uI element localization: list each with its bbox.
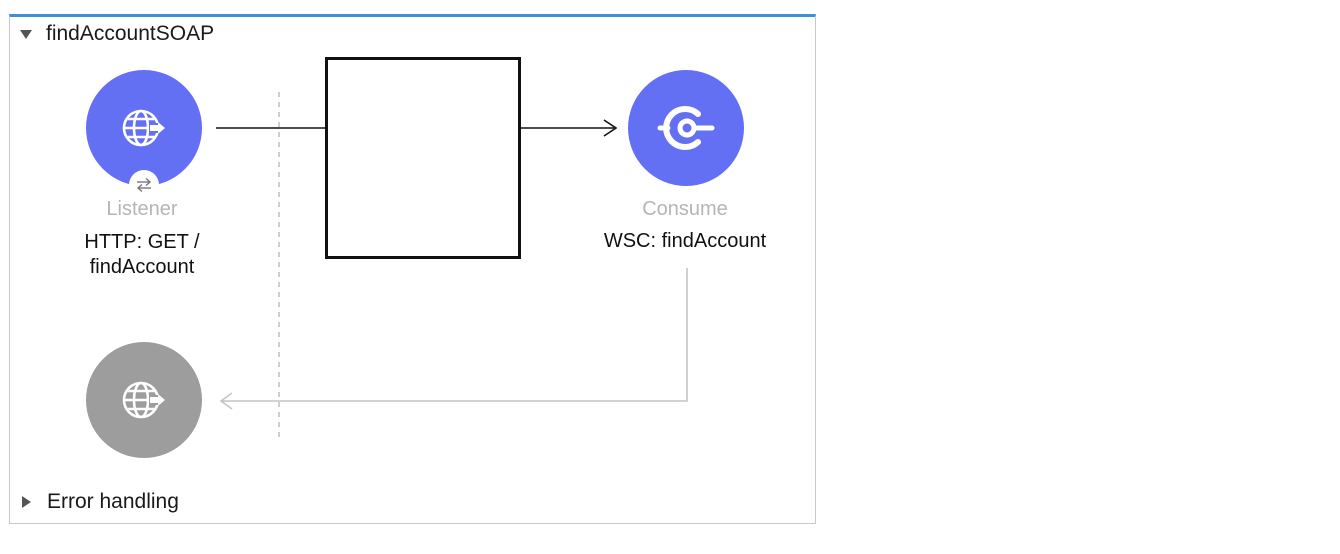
globe-arrow-icon — [122, 381, 165, 419]
arrowhead-consume — [603, 119, 618, 137]
empty-processor-box[interactable] — [325, 57, 521, 259]
consume-name-label: WSC: findAccount — [603, 230, 767, 252]
flow-title: findAccountSOAP — [46, 22, 215, 45]
listener-type-label: Listener — [106, 198, 178, 220]
connector-return-path — [222, 268, 688, 402]
consume-node[interactable] — [628, 70, 744, 186]
collapse-triangle-icon[interactable] — [20, 29, 32, 39]
expand-triangle-icon[interactable] — [22, 496, 31, 508]
arrowhead-return — [219, 392, 233, 410]
listener-label-line1: HTTP: GET / — [84, 231, 200, 253]
error-handling-section[interactable]: Error handling — [22, 489, 179, 515]
globe-arrow-icon — [122, 109, 165, 147]
listener-node[interactable] — [86, 70, 202, 186]
web-service-consumer-icon — [657, 106, 715, 150]
listener-name-label: HTTP: GET / findAccount — [32, 230, 252, 280]
consume-type-label: Consume — [642, 198, 728, 220]
flow-header[interactable]: findAccountSOAP — [20, 22, 214, 46]
swap-arrows-icon[interactable] — [129, 170, 159, 200]
response-node[interactable] — [86, 342, 202, 458]
error-handling-label: Error handling — [47, 490, 179, 513]
listener-label-line2: findAccount — [89, 256, 195, 278]
